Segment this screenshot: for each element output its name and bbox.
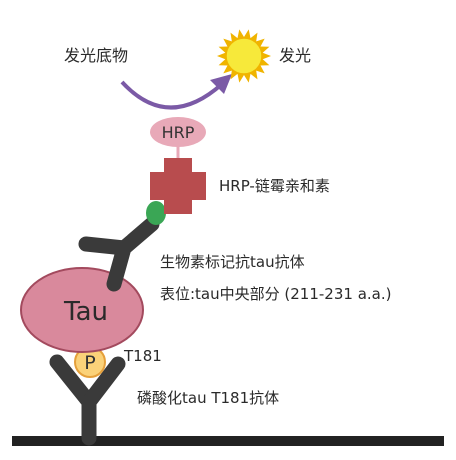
streptavidin-cross — [150, 158, 206, 214]
substrate-label: 发光底物 — [64, 46, 129, 65]
hrp-enzyme — [150, 117, 206, 147]
epitope-label: 表位:tau中央部分 (211-231 a.a.) — [160, 285, 392, 303]
capture-antibody — [49, 354, 126, 446]
light-label: 发光 — [279, 46, 312, 65]
phospho-label: P — [84, 352, 95, 374]
streptavidin-label: HRP-链霉亲和素 — [219, 177, 330, 195]
reaction-arrow — [120, 80, 224, 110]
reaction-arrow-head — [210, 74, 232, 94]
capture-antibody-label: 磷酸化tau T181抗体 — [137, 389, 280, 407]
plate-surface — [12, 436, 444, 446]
biotin-dot — [146, 201, 166, 225]
t181-label: T181 — [124, 347, 162, 365]
hrp-label: HRP — [162, 123, 195, 142]
tau-label: Tau — [63, 297, 108, 327]
sun-icon — [217, 29, 271, 83]
detection-antibody — [78, 216, 160, 292]
biotin-antibody-label: 生物素标记抗tau抗体 — [160, 253, 305, 271]
